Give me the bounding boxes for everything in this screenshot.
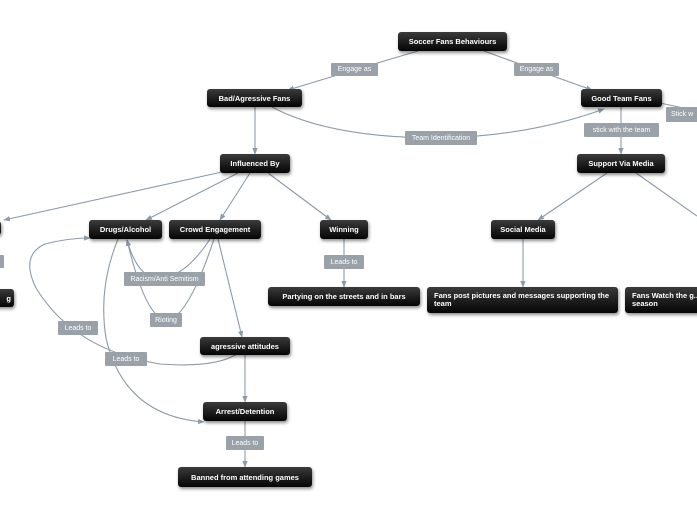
label-leads-to-winning: Leads to bbox=[324, 255, 364, 269]
node-support-via-media[interactable]: Support Via Media bbox=[577, 154, 665, 173]
node-drugs-alcohol[interactable]: Drugs/Alcohol bbox=[89, 220, 162, 239]
label-leads-to-drugs-arrest: Leads to bbox=[105, 352, 147, 366]
edge-support-to-social bbox=[537, 172, 608, 221]
label-team-identification: Team Identification bbox=[405, 131, 477, 145]
node-influenced-by[interactable]: Influenced By bbox=[220, 154, 290, 173]
edge-agressive-to-drugs-loop bbox=[29, 235, 238, 366]
label-racism: Racism/Anti Semitism bbox=[124, 272, 205, 286]
node-arrest-detention[interactable]: Arrest/Detention bbox=[203, 402, 287, 421]
node-banned[interactable]: Banned from attending games bbox=[178, 467, 312, 487]
edge-influenced-to-offscreen bbox=[3, 171, 223, 222]
node-partying[interactable]: Partying on the streets and in bars bbox=[268, 287, 420, 306]
edge-crowd-to-agressive bbox=[217, 238, 244, 338]
label-stick-with-team: stick with the team bbox=[584, 123, 659, 137]
node-agressive-attitudes[interactable]: agressive attitudes bbox=[200, 337, 290, 355]
node-winning[interactable]: Winning bbox=[320, 220, 368, 239]
node-fans-watch[interactable]: Fans Watch the g... their season bbox=[625, 287, 697, 313]
node-crowd-engagement[interactable]: Crowd Engagement bbox=[169, 220, 261, 239]
edge-drugs-to-arrest bbox=[103, 238, 205, 425]
label-leads-to-arrest-banned: Leads to bbox=[226, 436, 264, 450]
node-root[interactable]: Soccer Fans Behaviours bbox=[398, 32, 507, 51]
edge-influenced-to-drugs bbox=[145, 172, 239, 221]
edge-support-to-offscreen bbox=[635, 172, 697, 217]
node-offscreen-left-top[interactable] bbox=[0, 221, 1, 235]
edge-influenced-to-crowd bbox=[219, 172, 251, 221]
node-social-media[interactable]: Social Media bbox=[491, 220, 555, 239]
node-offscreen-left[interactable]: g bbox=[0, 289, 14, 307]
label-engage-as-right: Engage as bbox=[514, 63, 559, 76]
node-fans-post[interactable]: Fans post pictures and messages supporti… bbox=[427, 287, 618, 313]
edge-influenced-to-winning bbox=[267, 172, 332, 221]
label-engage-as-left: Engage as bbox=[331, 63, 378, 76]
node-good-fans[interactable]: Good Team Fans bbox=[581, 89, 662, 107]
label-offscreen-left bbox=[0, 255, 4, 268]
label-rioting: Rioting bbox=[150, 313, 182, 327]
node-bad-fans[interactable]: Bad/Agressive Fans bbox=[207, 89, 302, 107]
label-stick-w-offscreen: Stick w bbox=[666, 107, 697, 122]
label-leads-to-drugs-loop: Leads to bbox=[58, 321, 98, 335]
